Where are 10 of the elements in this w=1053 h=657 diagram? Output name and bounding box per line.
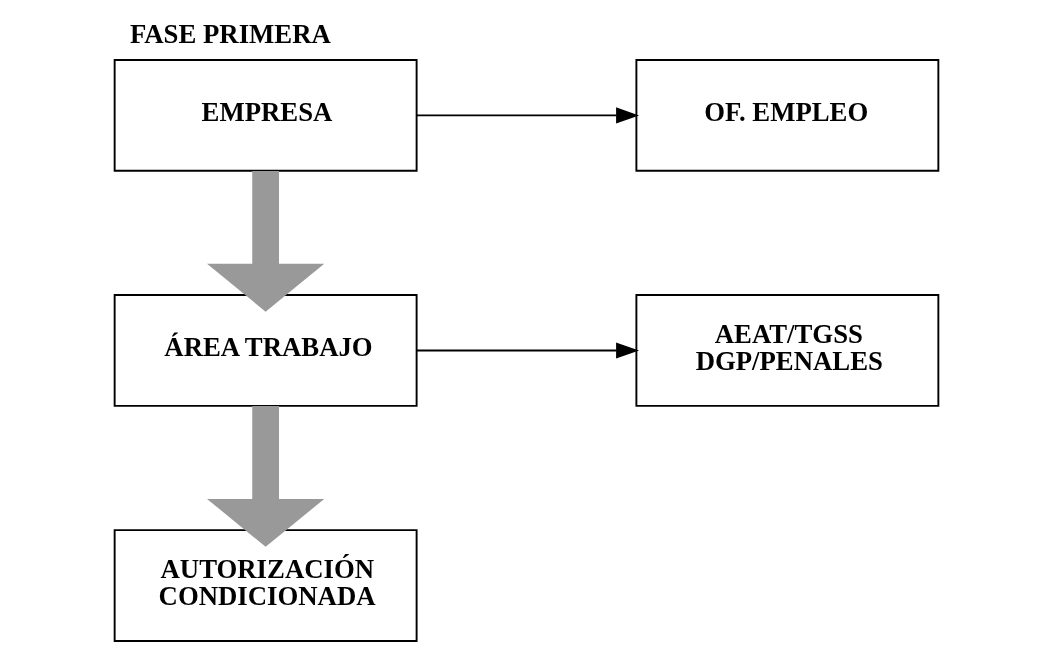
- node-box: AUTORIZACIÓN CONDICIONADA: [113, 529, 418, 642]
- arrow: [416, 342, 640, 359]
- arrow: [207, 406, 325, 547]
- node-box: AEAT/TGSS DGP/PENALES: [635, 294, 940, 407]
- node-box: ÁREA TRABAJO: [113, 294, 418, 407]
- arrow: [207, 170, 325, 312]
- node-box: OF. EMPLEO: [635, 59, 940, 172]
- arrow: [416, 107, 640, 124]
- diagram-title: FASE PRIMERA: [129, 19, 331, 50]
- node-box: EMPRESA: [113, 59, 418, 172]
